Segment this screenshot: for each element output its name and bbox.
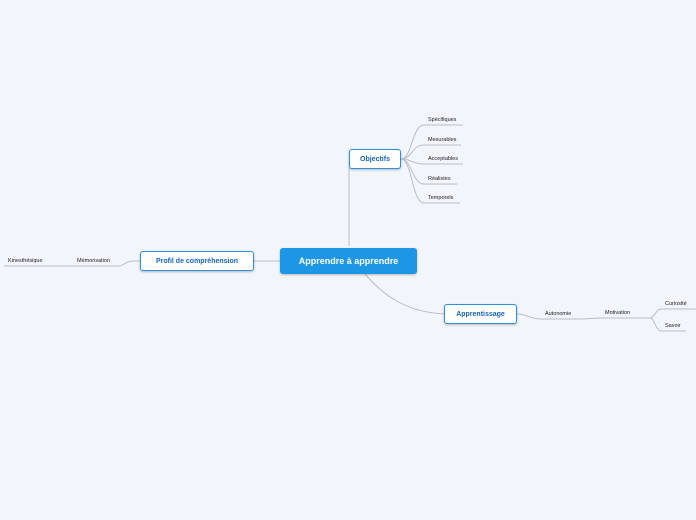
link-profil-memorisation xyxy=(74,260,140,267)
subtopic-mesurables[interactable]: Mesurables xyxy=(428,137,457,143)
subtopic-memorisation[interactable]: Mémorisation xyxy=(77,258,111,264)
link-objectifs-mesurables xyxy=(400,144,461,160)
topic-profil-label: Profil de compréhension xyxy=(155,257,239,265)
subtopic-realistes[interactable]: Réalistes xyxy=(428,176,451,182)
subtopic-temporels[interactable]: Temporels xyxy=(428,195,454,201)
subtopic-autonomie[interactable]: Autonomie xyxy=(545,311,572,317)
subtopic-curiosite[interactable]: Curiosité xyxy=(665,301,687,307)
topic-apprentissage[interactable]: Apprentissage xyxy=(444,304,517,324)
link-apprentissage-autonomie xyxy=(516,313,580,320)
link-root-apprentissage xyxy=(364,273,445,315)
link-motivation-curiosite xyxy=(649,308,696,319)
central-topic-label: Apprendre à apprendre xyxy=(298,256,399,266)
link-autonomie-motivation xyxy=(579,317,650,320)
subtopic-acceptables[interactable]: Acceptables xyxy=(428,156,458,162)
subtopic-kinesthesique[interactable]: Kinesthésique xyxy=(8,258,43,264)
link-objectifs-temporels xyxy=(400,158,460,204)
subtopic-specifiques[interactable]: Spécifiques xyxy=(428,117,457,123)
subtopic-savoir[interactable]: Savoir xyxy=(665,323,681,329)
subtopic-motivation[interactable]: Motivation xyxy=(605,310,631,316)
topic-objectifs[interactable]: Objectifs xyxy=(349,149,401,169)
link-objectifs-specifiques xyxy=(400,124,463,160)
topic-apprentissage-label: Apprentissage xyxy=(456,310,505,318)
topic-objectifs-label: Objectifs xyxy=(360,155,390,163)
central-topic[interactable]: Apprendre à apprendre xyxy=(280,248,417,274)
link-motivation-savoir xyxy=(649,317,686,332)
topic-profil-de-comprehension[interactable]: Profil de compréhension xyxy=(140,251,254,271)
link-objectifs-acceptables xyxy=(400,158,463,165)
